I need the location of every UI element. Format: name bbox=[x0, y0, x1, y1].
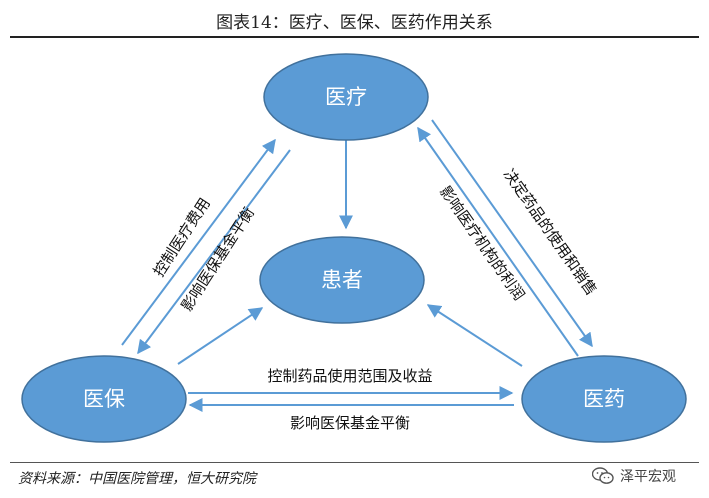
node-yiyao: 医药 bbox=[521, 355, 687, 443]
node-yibao: 医保 bbox=[21, 355, 187, 443]
arrow-yiliao-to-yibao bbox=[137, 149, 291, 355]
source-rule bbox=[10, 462, 699, 463]
title-rule bbox=[10, 36, 699, 38]
node-yibao-label: 医保 bbox=[83, 387, 125, 411]
source-note: 资料来源：中国医院管理，恒大研究院 bbox=[18, 471, 256, 487]
edge-label-yiyao-to-yiliao: 影响医疗机构的利润 bbox=[436, 183, 528, 304]
watermark: 泽平宏观 bbox=[592, 466, 676, 486]
node-huanzhe: 患者 bbox=[259, 236, 425, 324]
edge-label-yibao-to-yiyao: 控制药品使用范围及收益 bbox=[267, 367, 432, 385]
node-huanzhe-label: 患者 bbox=[321, 268, 363, 292]
arrow-yiyao-to-yiliao bbox=[417, 126, 579, 357]
node-yiliao: 医疗 bbox=[263, 53, 429, 141]
edge-label-yiyao-to-yibao: 影响医保基金平衡 bbox=[290, 414, 410, 432]
arrow-yibao-to-yiliao bbox=[121, 138, 276, 346]
node-yiliao-label: 医疗 bbox=[325, 85, 367, 109]
figure-title: 图表14：医疗、医保、医药作用关系 bbox=[216, 13, 493, 33]
arrow-yiliao-to-yiyao bbox=[431, 119, 593, 348]
watermark-text: 泽平宏观 bbox=[620, 469, 676, 485]
wechat-icon bbox=[592, 467, 614, 484]
node-yiyao-label: 医药 bbox=[583, 387, 625, 411]
arrow-yibao-to-huanzhe bbox=[177, 307, 264, 365]
arrow-yiyao-to-huanzhe bbox=[426, 304, 523, 367]
